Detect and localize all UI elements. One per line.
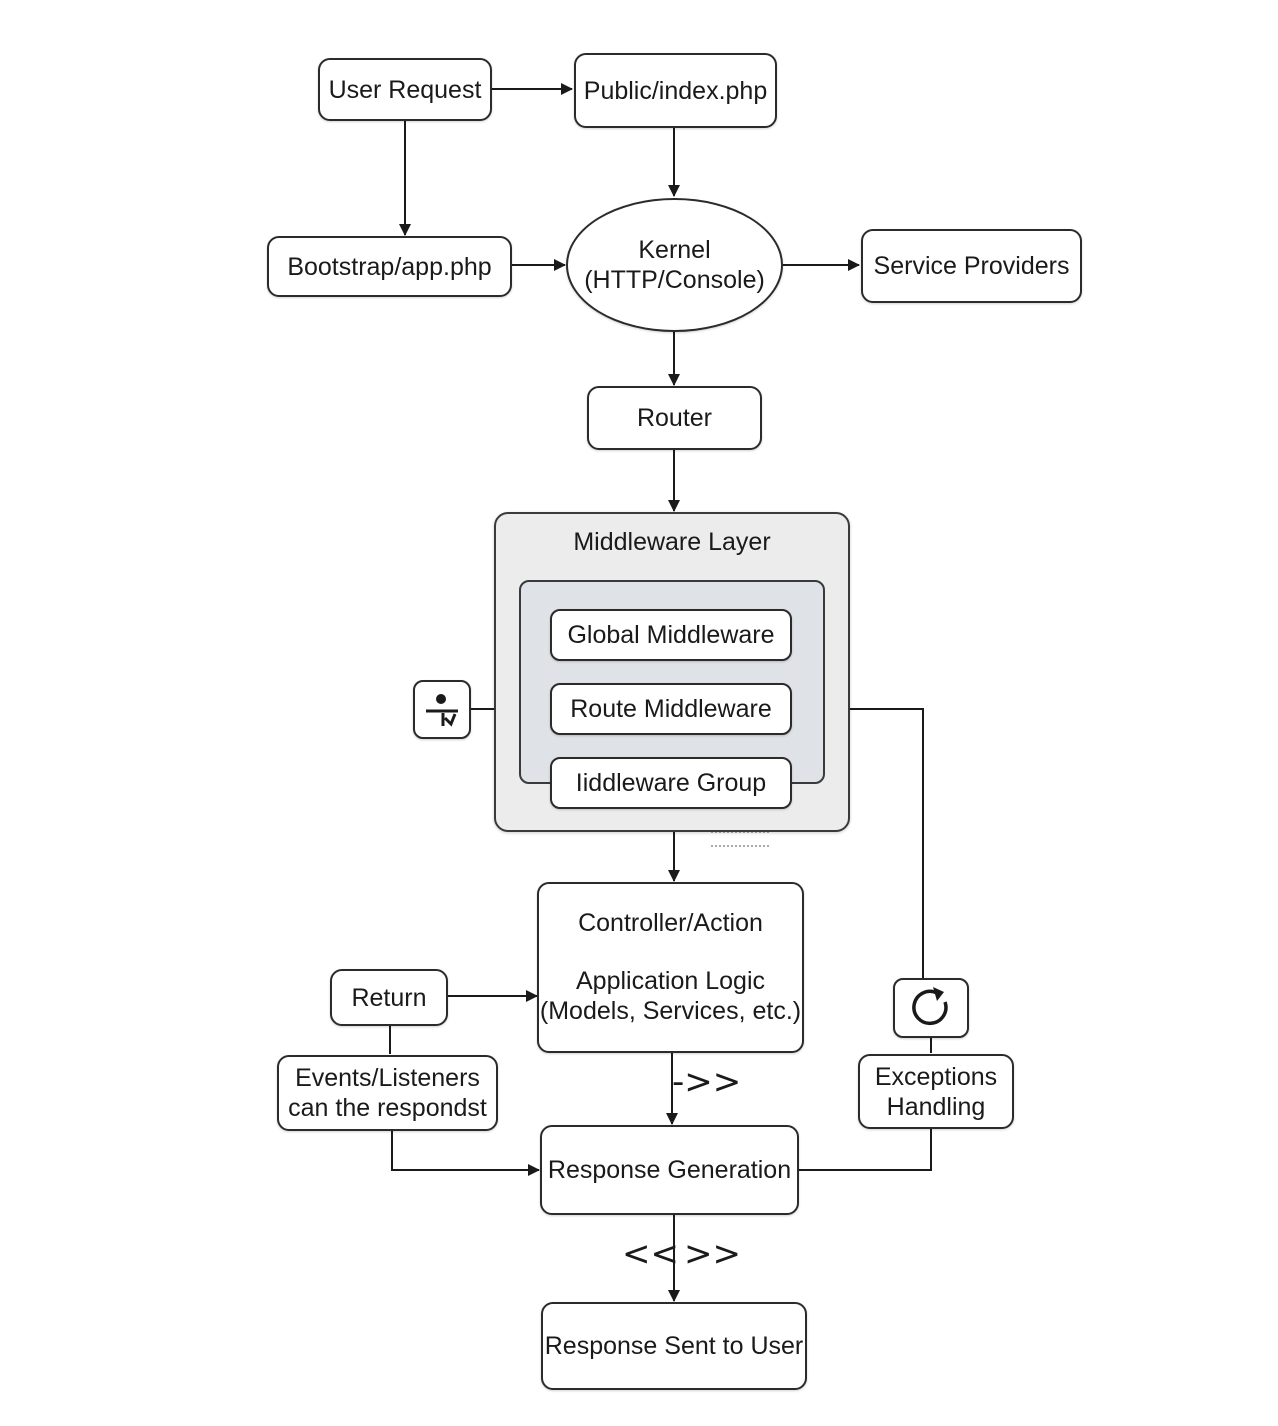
exceptions-label-line1: Exceptions (874, 1062, 998, 1091)
route-middleware-label: Route Middleware (570, 695, 772, 723)
router-node: Router (587, 386, 762, 450)
events-listeners-node: Events/Listeners can the respondst (277, 1055, 498, 1131)
bootstrap-node: Bootstrap/app.php (267, 236, 512, 297)
middleware-group-node: Iiddleware Group (550, 757, 792, 809)
middleware-group-label: Iiddleware Group (575, 769, 767, 797)
kernel-label-line2: (HTTP/Console) (584, 266, 765, 294)
exceptions-handling-node: Exceptions Handling (858, 1054, 1014, 1129)
response-sent-label: Response Sent to User (544, 1332, 804, 1360)
return-node: Return (330, 969, 448, 1026)
refresh-icon (912, 987, 948, 1026)
service-providers-node: Service Providers (861, 229, 1082, 303)
chevrons-left-decoration: << (622, 1234, 679, 1274)
events-label-line2: can the respondst (288, 1094, 487, 1122)
user-request-node: User Request (318, 58, 492, 121)
controller-line3: (Models, Services, etc.) (539, 997, 802, 1025)
kernel-label-line1: Kernel (638, 236, 711, 264)
refresh-icon-box (893, 978, 969, 1038)
public-index-node: Public/index.php (574, 53, 777, 128)
controller-line2: Application Logic (575, 967, 765, 995)
person-icon (426, 694, 458, 727)
service-providers-label: Service Providers (873, 252, 1070, 280)
kernel-node: Kernel (HTTP/Console) (566, 198, 783, 332)
response-generation-label: Response Generation (547, 1156, 792, 1184)
user-request-label: User Request (328, 75, 482, 104)
public-index-label: Public/index.php (583, 76, 768, 105)
controller-action-node: Controller/Action Application Logic (Mod… (537, 882, 804, 1053)
global-middleware-label: Global Middleware (567, 621, 775, 649)
middleware-layer-title: Middleware Layer (573, 528, 771, 556)
response-generation-node: Response Generation (540, 1125, 799, 1215)
edge-events-responsegeneration (391, 1131, 540, 1176)
response-sent-node: Response Sent to User (541, 1302, 807, 1390)
return-label: Return (351, 983, 427, 1012)
router-label: Router (636, 404, 713, 432)
global-middleware-node: Global Middleware (550, 609, 792, 661)
exceptions-label-line2: Handling (886, 1092, 986, 1121)
chevrons-right-decoration-bottom: >> (684, 1234, 741, 1274)
bootstrap-label: Bootstrap/app.php (287, 252, 492, 281)
events-label-line1: Events/Listeners (295, 1064, 480, 1092)
chevrons-right-decoration-top: ->> (672, 1062, 742, 1102)
controller-title: Controller/Action (578, 909, 763, 937)
edge-responsegeneration-exceptions (799, 1129, 932, 1171)
person-icon-box (413, 680, 471, 739)
route-middleware-node: Route Middleware (550, 683, 792, 735)
dotted-artifact (711, 831, 769, 847)
